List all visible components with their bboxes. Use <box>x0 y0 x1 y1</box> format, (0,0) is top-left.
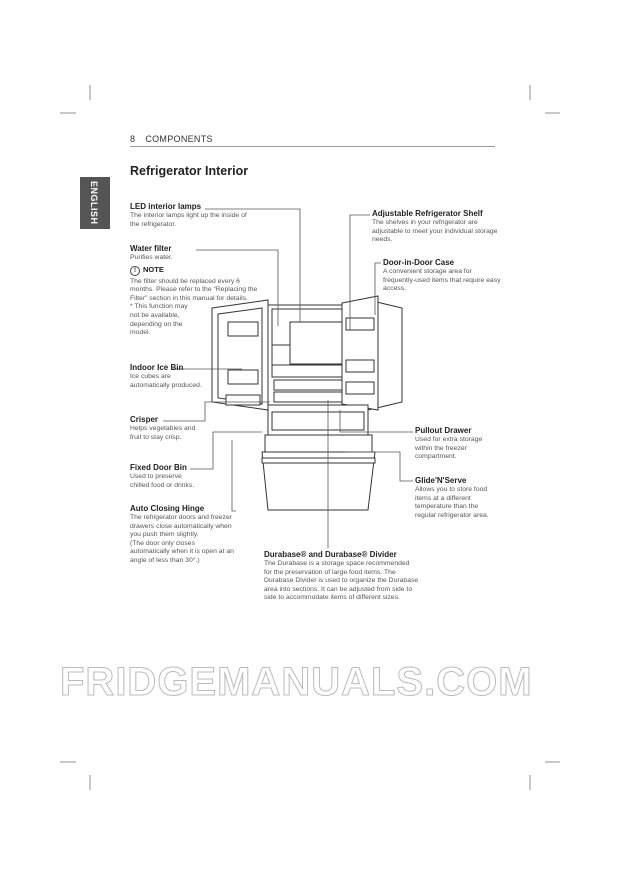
refrigerator-illustration <box>211 295 403 511</box>
header-rule <box>130 146 495 147</box>
callout-text: Helps vegetables and fruit to stay crisp… <box>130 425 196 441</box>
callout-title: Water filter <box>130 244 172 253</box>
note-icon: ! <box>130 265 140 276</box>
page-number: 8 <box>130 134 136 144</box>
leader-lines <box>163 208 413 548</box>
callout-title: Durabase® and Durabase® Divider <box>264 550 397 559</box>
callout-title: Pullout Drawer <box>415 426 472 435</box>
section-name: COMPONENTS <box>145 134 213 144</box>
callout-title: Fixed Door Bin <box>130 463 187 472</box>
crop-marks <box>60 85 560 790</box>
callout-text: Used for extra storage within the freeze… <box>415 436 483 461</box>
callout-text: Ice cubes are automatically produced. <box>130 373 202 389</box>
note-label: NOTE <box>143 264 164 274</box>
callout-title: Auto Closing Hinge <box>130 504 205 513</box>
language-tab: ENGLISH <box>80 177 110 229</box>
callout-title: LED interior lamps <box>130 202 202 211</box>
callout-text: The interior lamps light up the inside o… <box>130 212 247 228</box>
callout-title: Crisper <box>130 415 159 424</box>
callout-text: Allows you to store food items at a diff… <box>415 486 489 519</box>
callout-text: Purifies water. <box>130 254 173 261</box>
callout-text: The refrigerator doors and freezer drawe… <box>130 514 233 539</box>
callout-text: Used to preserve chilled food or drinks. <box>130 473 195 489</box>
page-header: 8 COMPONENTS <box>130 134 213 144</box>
page-title: Refrigerator Interior <box>130 164 249 178</box>
watermark: FRIDGEMANUALS.COM <box>60 660 533 705</box>
callout-text: The shelves in your refrigerator are adj… <box>372 219 498 244</box>
callout-text: The Durabase is a storage space recommen… <box>264 560 419 602</box>
callout-title: Door-in-Door Case <box>383 258 455 267</box>
callout-title: Indoor Ice Bin <box>130 363 184 372</box>
note-footnote: * This function may not be available, de… <box>130 303 188 337</box>
callout-title: Glide'N'Serve <box>415 476 467 485</box>
callout-text: A convenient storage area for frequently… <box>383 268 501 293</box>
note-heading: !NOTE <box>130 264 258 276</box>
callout-text-2: (The door only closes automatically when… <box>130 539 234 564</box>
callout-title: Adjustable Refrigerator Shelf <box>372 209 483 218</box>
language-tab-label: ENGLISH <box>89 181 99 225</box>
note-text: The filter should be replaced every 6 mo… <box>130 277 258 302</box>
